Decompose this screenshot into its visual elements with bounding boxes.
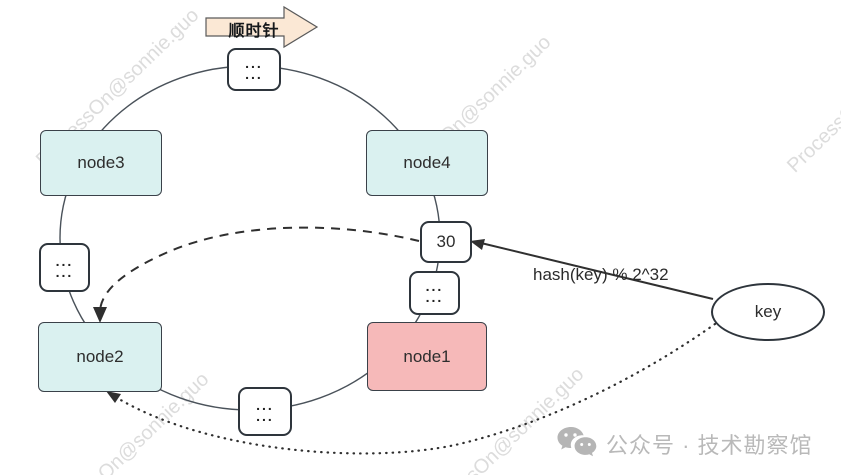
dashed-mapping-arrow <box>99 226 420 311</box>
key-ellipse: key <box>711 283 825 341</box>
node1-box: node1 <box>367 322 487 391</box>
dots-box-right: ... ... <box>409 271 460 315</box>
hash-arrowhead <box>470 239 485 250</box>
wechat-icon <box>557 427 597 457</box>
hash-slot-box: 30 <box>420 221 472 263</box>
footer: 公众号 · 技术勘察馆 <box>556 425 813 463</box>
clockwise-label: 顺时针 <box>228 23 280 40</box>
dots-box-left: ... ... <box>39 243 90 292</box>
dotted-arrowhead <box>106 391 121 403</box>
dots: ... <box>425 289 444 305</box>
dots: ... <box>256 407 274 424</box>
node2-box: node2 <box>38 322 162 392</box>
clockwise-arrow <box>205 5 319 49</box>
dotted-mapping-arrow <box>117 322 717 455</box>
dots: ... <box>55 252 74 269</box>
dots-box-bottom: ... ... <box>238 387 292 436</box>
dots: ... <box>256 396 274 413</box>
node3-box: node3 <box>40 130 162 196</box>
dots: ... <box>245 65 263 82</box>
wechat-account-label: 公众号 · 技术勘察馆 <box>606 433 813 458</box>
dots: ... <box>55 263 74 280</box>
dots: ... <box>245 54 263 71</box>
node4-box: node4 <box>366 130 488 196</box>
dashed-arrowhead <box>93 307 107 323</box>
hash-formula-label: hash(key) % 2^32 <box>533 265 669 284</box>
dots-box-top: ... ... <box>227 48 281 91</box>
dots: ... <box>425 278 444 294</box>
hash-arrow-line <box>480 242 714 300</box>
